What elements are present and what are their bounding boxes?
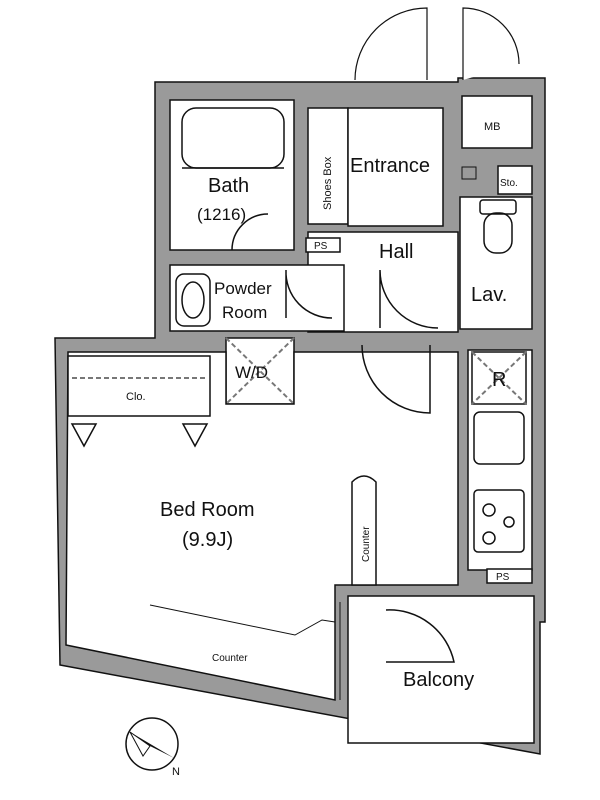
refrigerator-label: R	[492, 369, 506, 391]
sink	[473, 411, 525, 465]
hall-label: Hall	[379, 241, 413, 263]
bath-label: Bath	[208, 175, 249, 197]
bath-room	[169, 99, 295, 251]
mb-door	[462, 7, 520, 80]
ps-box-top	[305, 237, 341, 253]
powder-door	[285, 269, 333, 319]
balcony-door	[385, 609, 455, 663]
lav-label: Lav.	[471, 284, 507, 306]
entrance-area	[347, 107, 444, 227]
powder-room	[169, 264, 345, 332]
bath-door	[231, 213, 269, 251]
storage-closet	[497, 165, 533, 195]
ps-small-icon	[461, 166, 477, 180]
washer-dryer-space	[225, 337, 295, 405]
bed-room-size-label: (9.9J)	[182, 529, 233, 551]
ps-top-label: PS	[314, 241, 328, 252]
balcony-area	[347, 595, 535, 744]
sto-label: Sto.	[500, 178, 518, 189]
hall-door	[379, 269, 439, 329]
bedroom-door	[361, 344, 431, 414]
counter-bottom-label: Counter	[212, 653, 248, 664]
toilet-bowl	[483, 212, 513, 254]
mb-closet	[461, 95, 533, 149]
stove	[473, 489, 525, 553]
powder-label-line1: Powder	[214, 279, 272, 298]
counter-bottom	[149, 604, 336, 636]
entrance-door	[354, 7, 428, 81]
counter-vertical	[351, 475, 377, 586]
bed-room-area	[65, 351, 459, 701]
washbasin-bowl	[181, 281, 205, 319]
north-label: N	[172, 766, 180, 778]
bed-room-label: Bed Room	[160, 499, 255, 521]
wd-label: W/D	[235, 363, 268, 382]
counter-vertical-label: Counter	[361, 526, 372, 562]
balcony-label: Balcony	[403, 669, 474, 691]
compass-icon	[125, 717, 179, 771]
entrance-label: Entrance	[350, 155, 430, 177]
closet	[67, 355, 211, 417]
closet-label: Clo.	[126, 391, 146, 403]
shoes-box	[307, 107, 349, 225]
ps-box-kitchen	[486, 568, 533, 584]
bath-size-label: (1216)	[197, 205, 246, 224]
washbasin	[175, 273, 211, 327]
powder-label-line2: Room	[222, 303, 267, 322]
shoes-box-label: Shoes Box	[322, 156, 334, 210]
lavatory-room	[459, 196, 533, 330]
mb-label: MB	[484, 121, 501, 133]
toilet-tank	[479, 199, 517, 215]
ps-kitchen-label: PS	[496, 572, 510, 583]
